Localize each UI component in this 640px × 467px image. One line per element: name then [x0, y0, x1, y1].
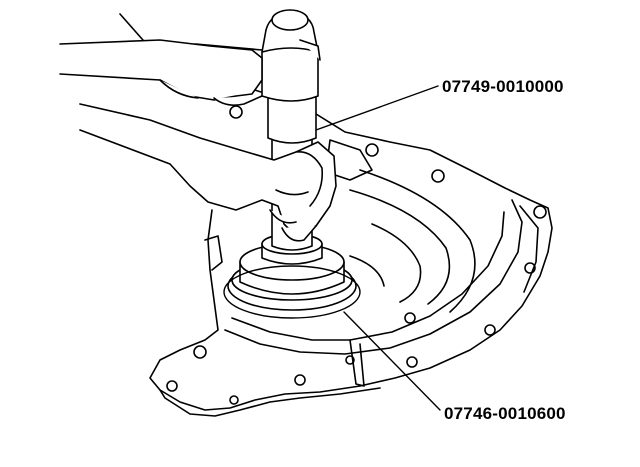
leader-line-top [316, 86, 438, 130]
hammer [262, 10, 320, 101]
bolt-holes [167, 106, 546, 404]
lower-hand [80, 104, 336, 241]
callout-label-handle: 07749-0010000 [442, 77, 564, 96]
housing-rib-right [520, 206, 538, 292]
inner-arc-2 [350, 190, 449, 304]
inner-arc-1 [360, 170, 475, 312]
oil-seal-ring [224, 266, 360, 318]
upper-hand [60, 40, 262, 105]
housing-bottom-edge [160, 388, 380, 416]
housing-outline [150, 84, 552, 410]
inner-arc-3 [372, 224, 421, 302]
housing-flange [225, 200, 522, 354]
leader-line-bottom [344, 312, 440, 410]
seal-driver [228, 234, 356, 310]
inner-arc-4 [350, 256, 384, 286]
housing-flange-2 [232, 212, 504, 340]
callout-label-seal-driver: 07746-0010600 [444, 404, 566, 423]
left-bracket [205, 236, 222, 270]
